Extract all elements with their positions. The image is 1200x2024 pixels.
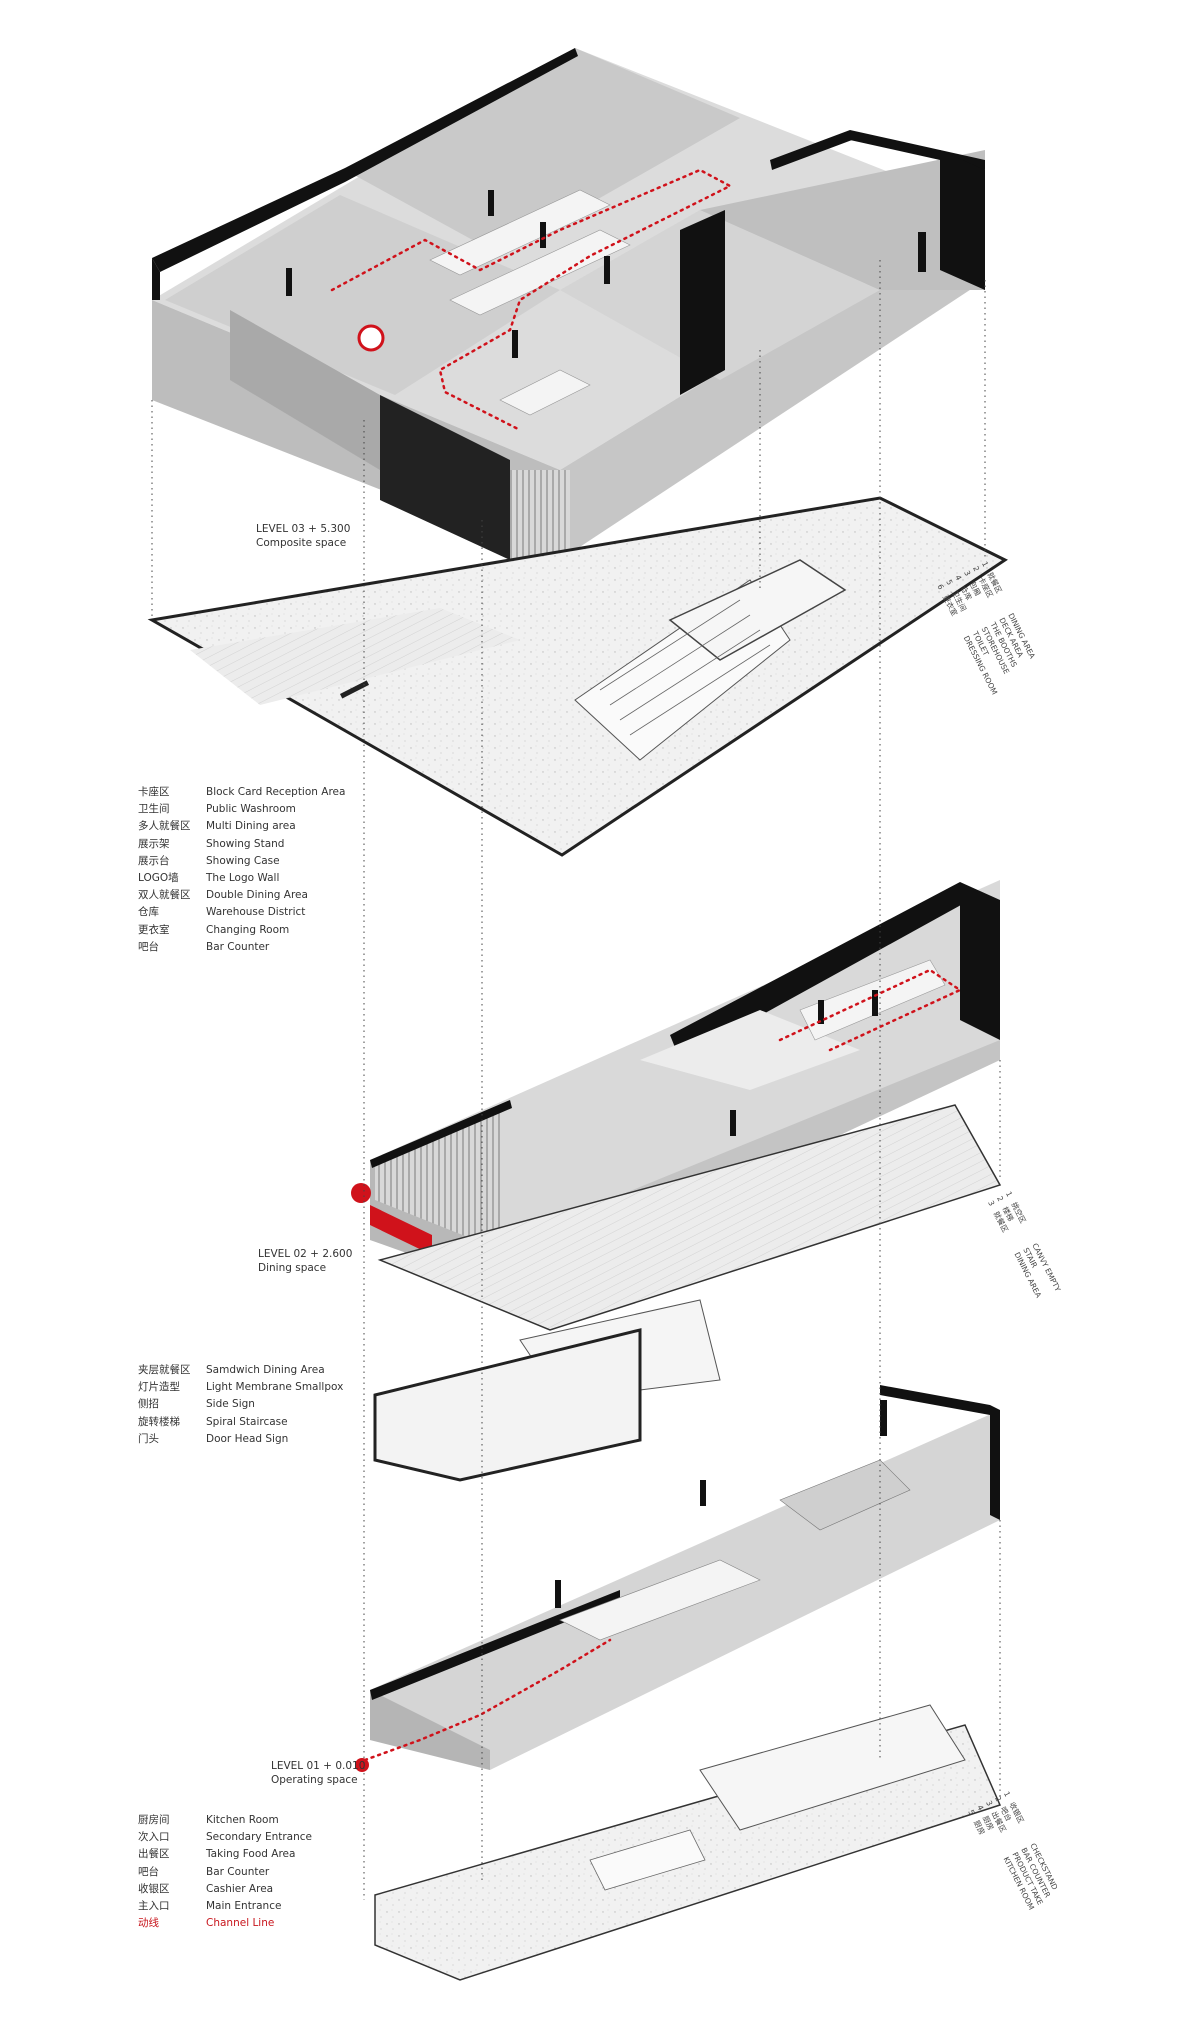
- level3-label: LEVEL 03 + 5.300 Composite space: [256, 522, 350, 550]
- legend-cn: 吧台: [138, 1865, 159, 1878]
- legend-en: Secondary Entrance: [206, 1831, 312, 1844]
- level1-label: LEVEL 01 + 0.010 Operating space: [271, 1759, 365, 1787]
- legend-item: 吧台 Bar Counter: [138, 939, 345, 956]
- legend-item: 卡座区 Block Card Reception Area: [138, 784, 345, 801]
- legend-cn: 更衣室: [138, 923, 170, 936]
- legend-level3: 卡座区 Block Card Reception Area 卫生间 Public W…: [138, 784, 345, 956]
- legend-item: 展示架 Showing Stand: [138, 836, 345, 853]
- legend-item: 门头 Door Head Sign: [138, 1431, 343, 1448]
- legend-cn: 吧台: [138, 940, 159, 953]
- level3-model: [152, 48, 985, 560]
- level3-plan: [147, 496, 1008, 857]
- legend-item: 卫生间 Public Washroom: [138, 801, 345, 818]
- level1-plan: [374, 1704, 1002, 1981]
- legend-cn: 次入口: [138, 1831, 170, 1844]
- legend-level2: 夹层就餐区 Samdwich Dining Area 灯片造型 Light Memb…: [138, 1362, 343, 1448]
- legend-en: Public Washroom: [206, 803, 296, 816]
- legend-cn: 侧招: [138, 1398, 159, 1411]
- legend-en: Warehouse District: [206, 906, 306, 919]
- legend-cn: 卫生间: [138, 803, 170, 816]
- legend-item: 多人就餐区 Multi Dining area: [138, 818, 345, 835]
- legend-item: 展示台 Showing Case: [138, 853, 345, 870]
- legend-item: 厨房间 Kitchen Room: [138, 1812, 312, 1829]
- level1-model: [355, 1385, 1000, 1772]
- legend-en: Channel Line: [206, 1917, 275, 1930]
- legend-cn: 展示台: [138, 854, 170, 867]
- legend-en: Double Dining Area: [206, 889, 308, 902]
- legend-en: Cashier Area: [206, 1882, 274, 1895]
- legend-en: Bar Counter: [206, 1865, 270, 1878]
- legend-en: The Logo Wall: [206, 872, 280, 885]
- legend-level1: 厨房间 Kitchen Room 次入口 Secondary Entrance 出餐…: [138, 1812, 312, 1932]
- legend-item: 旋转楼梯 Spiral Staircase: [138, 1414, 343, 1431]
- level2-elevation: LEVEL 02 + 2.600: [258, 1248, 353, 1260]
- legend-en: Samdwich Dining Area: [206, 1364, 325, 1376]
- legend-item: LOGO墙 The Logo Wall: [138, 870, 345, 887]
- legend-item: 次入口 Secondary Entrance: [138, 1829, 312, 1846]
- level2-label: LEVEL 02 + 2.600 Dining space: [258, 1247, 352, 1275]
- level3-name: Composite space: [256, 537, 347, 549]
- legend-item: 侧招 Side Sign: [138, 1396, 343, 1413]
- legend-item: 夹层就餐区 Samdwich Dining Area: [138, 1362, 343, 1379]
- legend-cn: 卡座区: [138, 786, 170, 798]
- legend-en: Showing Case: [206, 854, 280, 867]
- level2-name: Dining space: [258, 1262, 327, 1274]
- legend-cn: 灯片造型: [138, 1381, 180, 1394]
- legend-item: 双人就餐区 Double Dining Area: [138, 887, 345, 904]
- legend-cn: 多人就餐区: [138, 820, 191, 833]
- legend-item: 仓库 Warehouse District: [138, 904, 345, 921]
- level2-plan: [373, 1104, 1002, 1482]
- legend-cn: LOGO墙: [138, 872, 179, 885]
- legend-cn: 出餐区: [138, 1848, 170, 1861]
- legend-en: Spiral Staircase: [206, 1415, 288, 1428]
- projection-lines: [151, 260, 1001, 1900]
- legend-en: Showing Stand: [206, 837, 285, 850]
- legend-en: Main Entrance: [206, 1900, 282, 1913]
- legend-item: 更衣室 Changing Room: [138, 922, 345, 939]
- legend-en: Side Sign: [206, 1398, 255, 1411]
- level1-elevation: LEVEL 01 + 0.010: [271, 1760, 366, 1772]
- legend-cn: 仓库: [138, 906, 159, 919]
- legend-cn: 双人就餐区: [138, 889, 191, 902]
- level3-elevation: LEVEL 03 + 5.300: [256, 523, 351, 535]
- legend-item: 收银区 Cashier Area: [138, 1881, 312, 1898]
- legend-item: 出餐区 Taking Food Area: [138, 1846, 312, 1863]
- legend-en: Kitchen Room: [206, 1814, 279, 1826]
- legend-cn: 门头: [138, 1432, 159, 1445]
- legend-cn: 旋转楼梯: [138, 1415, 180, 1428]
- legend-en: Door Head Sign: [206, 1432, 289, 1445]
- legend-en: Changing Room: [206, 923, 290, 936]
- legend-cn: 收银区: [138, 1882, 170, 1895]
- legend-cn: 展示架: [138, 837, 170, 850]
- legend-en: Taking Food Area: [206, 1848, 296, 1861]
- legend-item: 灯片造型 Light Membrane Smallpox: [138, 1379, 343, 1396]
- legend-item: 主入口 Main Entrance: [138, 1898, 312, 1915]
- legend-en: Block Card Reception Area: [206, 786, 346, 798]
- legend-cn: 厨房间: [138, 1814, 170, 1826]
- legend-cn: 动线: [138, 1917, 159, 1930]
- legend-en: Multi Dining area: [206, 820, 296, 833]
- legend-item-channel-line: 动线 Channel Line: [138, 1915, 312, 1932]
- level1-name: Operating space: [271, 1774, 358, 1786]
- legend-cn: 主入口: [138, 1900, 170, 1913]
- legend-cn: 夹层就餐区: [138, 1364, 191, 1376]
- legend-item: 吧台 Bar Counter: [138, 1864, 312, 1881]
- legend-en: Bar Counter: [206, 940, 270, 953]
- legend-en: Light Membrane Smallpox: [206, 1381, 344, 1394]
